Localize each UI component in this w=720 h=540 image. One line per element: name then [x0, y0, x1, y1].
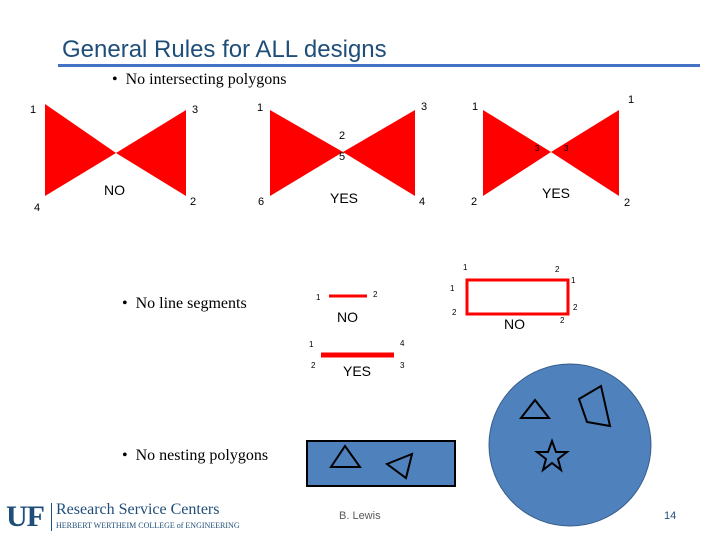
verdict-label: NO [504, 316, 525, 332]
rect-outline-shape [465, 278, 570, 316]
vertex-label: 2 [373, 290, 378, 299]
vertex-label: 1 [316, 293, 321, 302]
bullet-text: No intersecting polygons [125, 71, 287, 88]
logo-line2: HERBERT WERTHEIM COLLEGE of ENGINEERING [56, 521, 240, 530]
logo-divider [51, 503, 52, 531]
verdict-label: NO [104, 182, 125, 198]
triangle-icon [518, 398, 552, 419]
vertex-label: 2 [311, 361, 316, 370]
bullet-no-line-segments: • No line segments [122, 295, 247, 312]
verdict-label: YES [542, 185, 571, 201]
nesting-rectangle [306, 440, 456, 487]
bowtie-middle-wedge-a [270, 110, 343, 196]
vertex-label: 2 [471, 196, 478, 208]
uf-logo: UF Research Service Centers HERBERT WERT… [6, 500, 276, 536]
vertex-label: 1 [463, 263, 468, 272]
page-title: General Rules for ALL designs [62, 36, 387, 63]
bowtie-middle-wedge-b [343, 110, 415, 196]
bowtie-left-wedge-b [116, 110, 186, 196]
bullet-text: No line segments [135, 295, 247, 312]
bowtie-left-wedge-a [45, 104, 116, 196]
vertex-label: 4 [34, 202, 41, 214]
vertex-label: 2 [560, 316, 565, 325]
vertex-label: 2 [339, 130, 346, 142]
vertex-label: 2 [452, 308, 457, 317]
logo-letters: UF [6, 500, 45, 533]
quadrilateral-icon [577, 384, 612, 428]
vertex-label: 2 [555, 265, 560, 274]
vertex-label: 1 [628, 94, 635, 106]
vertex-label: 5 [339, 151, 346, 163]
vertex-label: 3 [192, 104, 199, 116]
verdict-label: YES [343, 363, 372, 379]
vertex-label: 1 [450, 284, 455, 293]
vertex-label: 2 [573, 303, 578, 312]
verdict-label: YES [330, 190, 359, 206]
vertex-label: 4 [400, 339, 405, 348]
triangle-icon [329, 444, 362, 468]
footer-author: B. Lewis [339, 510, 381, 522]
vertex-label: 1 [571, 276, 576, 285]
vertex-label: 3 [535, 144, 540, 153]
vertex-label: 1 [472, 101, 479, 113]
vertex-label: 1 [309, 340, 314, 349]
vertex-label: 3 [421, 101, 428, 113]
vertex-label: 2 [624, 197, 631, 209]
bullet-no-nesting: • No nesting polygons [122, 447, 269, 464]
bullet-no-intersecting: • No intersecting polygons [112, 71, 287, 88]
vertex-label: 1 [257, 102, 264, 114]
vertex-label: 6 [258, 196, 265, 208]
star-icon [534, 438, 570, 473]
bullet-text: No nesting polygons [135, 447, 269, 464]
verdict-label: NO [337, 309, 358, 325]
vertex-label: 2 [190, 196, 197, 208]
vertex-label: 1 [30, 104, 37, 116]
nesting-circle [488, 363, 652, 527]
title-underline [58, 64, 700, 67]
bowtie-right-wedge-a [483, 110, 551, 196]
triangle-icon [384, 452, 414, 480]
logo-line1: Research Service Centers [56, 501, 220, 518]
vertex-label: 3 [564, 144, 569, 153]
vertex-label: 3 [400, 361, 405, 370]
vertex-label: 4 [419, 196, 426, 208]
bowtie-right-wedge-b [551, 110, 619, 196]
page-number: 14 [664, 510, 677, 522]
